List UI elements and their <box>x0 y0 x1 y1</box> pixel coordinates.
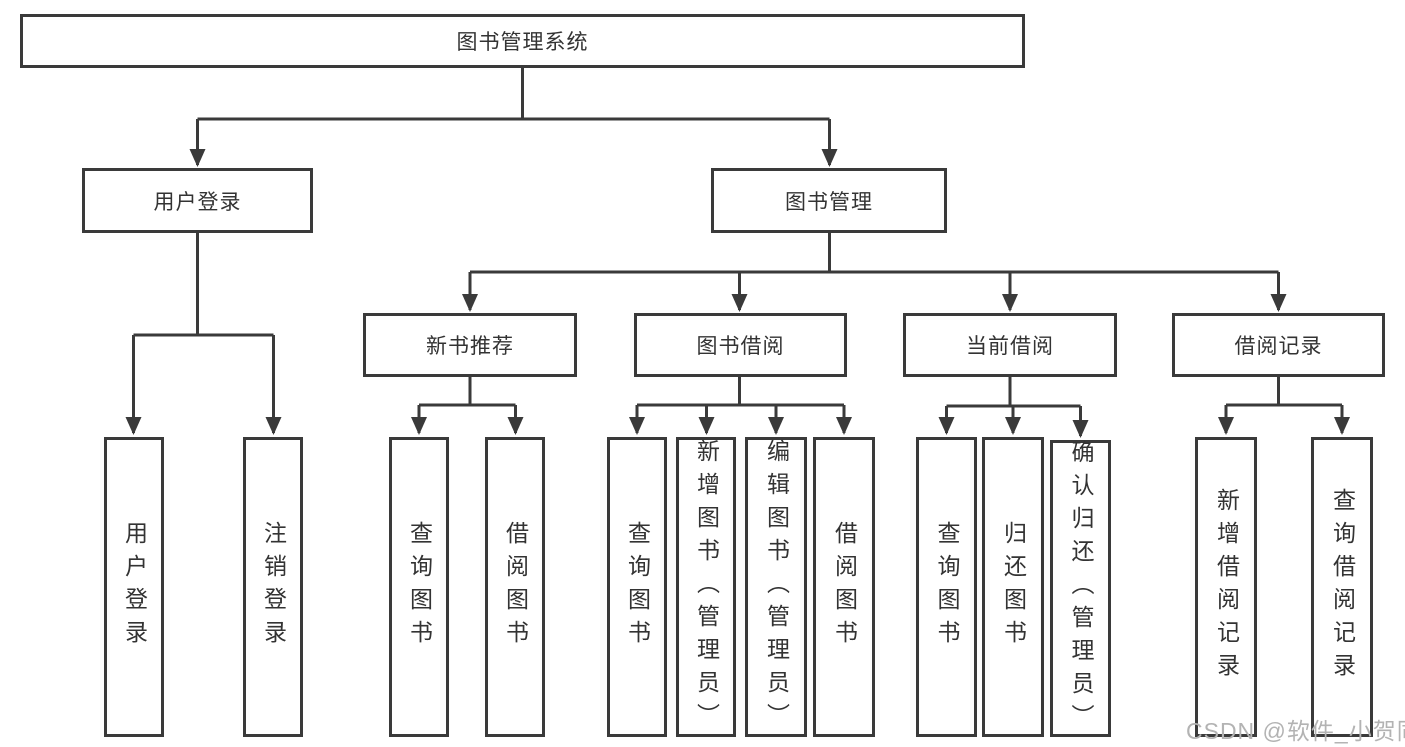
node-leaf-add-borrow-record: 新增借阅记录 <box>1195 437 1257 737</box>
node-label: 用户登录 <box>121 521 148 653</box>
node-label: 归还图书 <box>1000 521 1027 653</box>
node-leaf-query-book-1: 查询图书 <box>389 437 449 737</box>
node-label: 借阅图书 <box>502 521 529 653</box>
node-label: 编辑图书（管理员） <box>763 438 790 736</box>
node-label: 查询图书 <box>406 521 433 653</box>
csdn-watermark: CSDN @软件_小贺同学 <box>1186 718 1405 744</box>
node-label: 查询图书 <box>624 521 651 653</box>
node-label: 查询图书 <box>934 521 960 653</box>
node-label: 注销登录 <box>260 521 287 653</box>
node-leaf-edit-book-admin: 编辑图书（管理员） <box>745 437 807 737</box>
node-user-login: 用户登录 <box>82 168 313 233</box>
connector-rails <box>133 68 1342 408</box>
node-label: 查询借阅记录 <box>1329 488 1356 686</box>
node-leaf-user-login: 用户登录 <box>104 437 164 737</box>
node-label: 新增借阅记录 <box>1213 488 1240 686</box>
node-label: 新增图书（管理员） <box>693 438 720 736</box>
node-leaf-return-book: 归还图书 <box>982 437 1044 737</box>
node-new-book-recommend: 新书推荐 <box>363 313 577 377</box>
node-current-borrow: 当前借阅 <box>903 313 1117 377</box>
node-book-borrow: 图书借阅 <box>634 313 847 377</box>
node-leaf-borrow-book-1: 借阅图书 <box>485 437 545 737</box>
node-leaf-borrow-book-2: 借阅图书 <box>813 437 875 737</box>
node-leaf-query-borrow-record: 查询借阅记录 <box>1311 437 1373 737</box>
node-label: 借阅图书 <box>831 521 858 653</box>
node-library-system: 图书管理系统 <box>20 14 1025 68</box>
node-leaf-query-book-2: 查询图书 <box>607 437 667 737</box>
node-book-management: 图书管理 <box>711 168 947 233</box>
node-label: 确认归还（管理员） <box>1068 440 1094 737</box>
node-leaf-logout: 注销登录 <box>243 437 303 737</box>
node-borrow-records: 借阅记录 <box>1172 313 1385 377</box>
node-leaf-add-book-admin: 新增图书（管理员） <box>676 437 736 737</box>
node-leaf-confirm-return-admin: 确认归还（管理员） <box>1050 440 1111 737</box>
node-leaf-query-book-3: 查询图书 <box>916 437 977 737</box>
